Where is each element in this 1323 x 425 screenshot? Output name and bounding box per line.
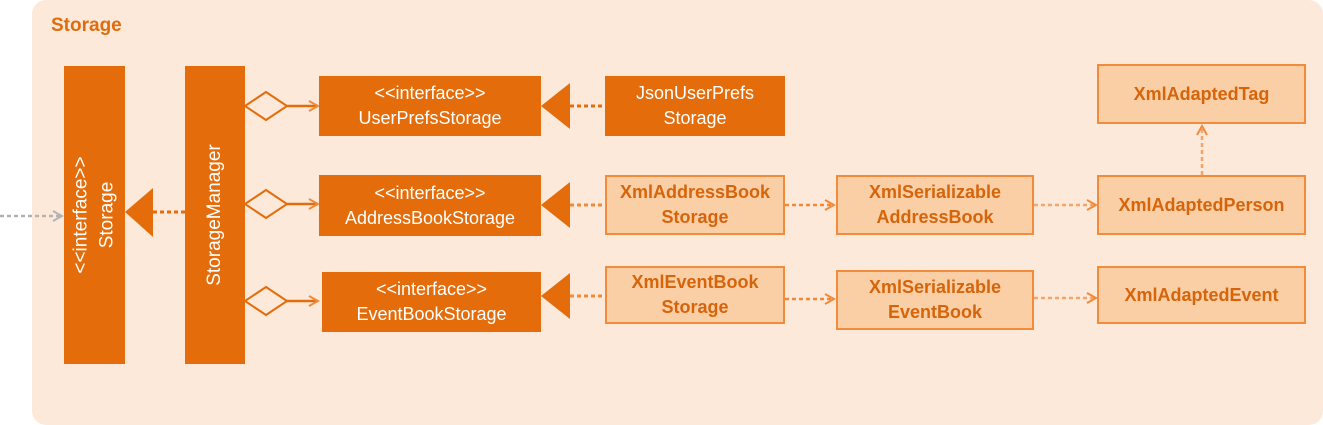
xml-event-book-storage-node[interactable]: XmlEventBook Storage — [605, 266, 785, 324]
xml-serializable-address-book-node[interactable]: XmlSerializable AddressBook — [836, 175, 1034, 235]
user-prefs-storage-name: UserPrefsStorage — [358, 108, 502, 128]
address-book-storage-node[interactable]: <<interface>> AddressBookStorage — [319, 175, 541, 236]
xml-adapted-event-name: XmlAdaptedEvent — [1124, 284, 1279, 305]
user-prefs-storage-node[interactable]: <<interface>> UserPrefsStorage — [319, 76, 541, 136]
storage-name: Storage — [96, 181, 118, 249]
aggregation-diamond-eventbook — [243, 285, 289, 317]
xml-adapted-tag-node[interactable]: XmlAdaptedTag — [1097, 64, 1306, 124]
xml-adapted-person-name: XmlAdaptedPerson — [1118, 194, 1285, 215]
realization-head-eventbook — [541, 273, 570, 319]
aggregation-diamond-userprefs — [243, 90, 289, 122]
event-book-storage-stereotype: <<interface>> — [375, 279, 488, 299]
xml-adapted-person-node[interactable]: XmlAdaptedPerson — [1097, 175, 1306, 235]
xml-address-book-storage-line2: Storage — [661, 207, 729, 227]
address-book-storage-stereotype: <<interface>> — [374, 182, 486, 203]
package-title: Storage — [51, 15, 122, 36]
xml-address-book-storage-node[interactable]: XmlAddressBook Storage — [605, 175, 785, 235]
realization-head-storage — [125, 188, 153, 237]
storage-manager-name: StorageManager — [204, 144, 226, 286]
user-prefs-storage-stereotype: <<interface>> — [374, 83, 486, 103]
xml-event-book-storage-line1: XmlEventBook — [631, 272, 759, 292]
xml-serializable-event-book-line1: XmlSerializable — [868, 277, 1002, 297]
storage-stereotype: <<interface>> — [70, 156, 92, 274]
aggregation-diamond-addressbook — [243, 188, 289, 220]
xml-event-book-storage-line2: Storage — [661, 297, 729, 317]
storage-manager-node[interactable]: StorageManager — [185, 66, 245, 364]
event-book-storage-name: EventBookStorage — [356, 304, 507, 324]
json-user-prefs-storage-line2: Storage — [663, 108, 727, 128]
event-book-storage-node[interactable]: <<interface>> EventBookStorage — [322, 272, 541, 332]
xml-address-book-storage-line1: XmlAddressBook — [619, 182, 771, 202]
storage-interface-node[interactable]: <<interface>> Storage — [64, 66, 125, 364]
xml-adapted-tag-name: XmlAdaptedTag — [1133, 83, 1270, 104]
realization-head-userprefs — [541, 83, 570, 129]
xml-adapted-event-node[interactable]: XmlAdaptedEvent — [1097, 266, 1306, 324]
json-user-prefs-storage-line1: JsonUserPrefs — [635, 83, 755, 103]
realization-head-addressbook — [541, 182, 570, 228]
json-user-prefs-storage-node[interactable]: JsonUserPrefs Storage — [605, 76, 785, 136]
xml-serializable-address-book-line1: XmlSerializable — [868, 182, 1002, 202]
xml-serializable-event-book-node[interactable]: XmlSerializable EventBook — [836, 270, 1034, 330]
address-book-storage-name: AddressBookStorage — [344, 207, 516, 228]
xml-serializable-address-book-line2: AddressBook — [876, 207, 994, 227]
xml-serializable-event-book-line2: EventBook — [887, 302, 983, 322]
